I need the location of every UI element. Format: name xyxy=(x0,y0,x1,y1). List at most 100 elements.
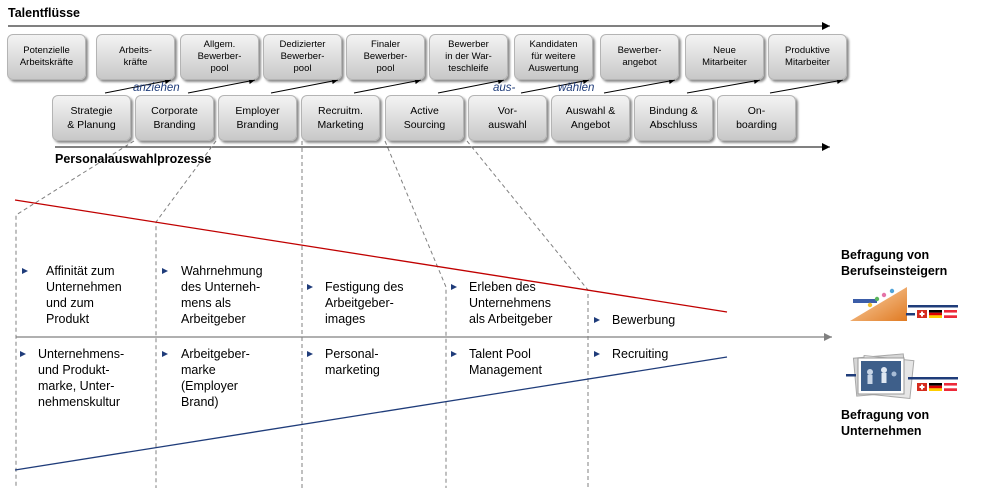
process-stage-label: Bindung & Abschluss xyxy=(649,105,698,131)
photo-person xyxy=(867,369,873,375)
transition-arrow xyxy=(769,78,844,94)
triangle-bullet-icon xyxy=(20,351,26,357)
process-stage-box: Corporate Branding xyxy=(135,95,214,141)
talent-stage-label: Produktive Mitarbeiter xyxy=(785,45,830,68)
swiss-flag-icon xyxy=(917,310,927,318)
photo-person xyxy=(881,367,887,373)
transition-arrow xyxy=(104,78,172,94)
talent-stage-box: Allgem. Bewerber- pool xyxy=(180,34,259,80)
navy-bar xyxy=(908,377,958,380)
transition-arrow xyxy=(686,78,761,94)
flow-label-select-part2: wählen xyxy=(558,82,595,94)
talent-flow-title: Talentflüsse xyxy=(8,6,81,20)
triangle-bullet-icon xyxy=(451,351,457,357)
blue-bar xyxy=(853,299,877,303)
talent-stage-label: Bewerber in der War- teschleife xyxy=(445,39,492,74)
process-stage-label: Recruitm. Marketing xyxy=(317,105,364,131)
process-stage-box: Auswahl & Angebot xyxy=(551,95,630,141)
process-flow-title: Personalauswahlprozesse xyxy=(55,152,212,166)
talent-stage-box: Potenzielle Arbeitskräfte xyxy=(7,34,86,80)
transition-arrow xyxy=(187,78,256,94)
talent-stage-label: Neue Mitarbeiter xyxy=(702,45,747,68)
phase-upper-text: Affinität zum Unternehmen und zum Produk… xyxy=(46,264,122,326)
phase-divider-dashed xyxy=(384,140,447,488)
austrian-flag-icon xyxy=(944,310,957,318)
talent-stage-box: Bewerber- angebot xyxy=(600,34,679,80)
rising-trend-line xyxy=(14,356,728,471)
phase-upper-text: Festigung des Arbeitgeber- images xyxy=(325,280,404,326)
talent-stage-label: Allgem. Bewerber- pool xyxy=(197,39,242,74)
talent-stage-label: Dedizierter Bewerber- pool xyxy=(279,39,326,74)
process-stage-box: Active Sourcing xyxy=(385,95,464,141)
talent-stage-box: Kandidaten für weitere Auswertung xyxy=(514,34,593,80)
talent-stage-box: Arbeits- kräfte xyxy=(96,34,175,80)
phase-upper-text: Wahrnehmung des Unterneh- mens als Arbei… xyxy=(181,264,263,326)
talent-stage-label: Finaler Bewerber- pool xyxy=(363,39,408,74)
navy-bar xyxy=(846,374,856,377)
process-stage-label: On- boarding xyxy=(736,105,777,131)
swiss-flag-icon xyxy=(917,383,927,391)
process-stage-box: Strategie & Planung xyxy=(52,95,131,141)
climber-figure xyxy=(867,302,873,308)
triangle-bullet-icon xyxy=(22,268,28,274)
austrian-flag-icon xyxy=(944,383,957,391)
staircase-climbers-icon xyxy=(850,287,958,321)
phase-lower-text: Arbeitgeber- marke (Employer Brand) xyxy=(181,347,250,409)
process-stage-box: Recruitm. Marketing xyxy=(301,95,380,141)
process-stage-box: Employer Branding xyxy=(218,95,297,141)
talent-stage-box: Neue Mitarbeiter xyxy=(685,34,764,80)
process-stage-label: Active Sourcing xyxy=(403,105,446,131)
talent-stage-box: Bewerber in der War- teschleife xyxy=(429,34,508,80)
photo-person xyxy=(891,371,897,377)
triangle-bullet-icon xyxy=(451,284,457,290)
flow-label-attract: anziehen xyxy=(133,82,180,94)
process-stage-label: Vor- auswahl xyxy=(488,105,527,131)
survey-graduates-title: Befragung von Berufseinsteigern xyxy=(841,248,948,278)
triangle-bullet-icon xyxy=(594,351,600,357)
process-stage-label: Corporate Branding xyxy=(151,105,198,131)
talent-stage-box: Finaler Bewerber- pool xyxy=(346,34,425,80)
navy-bar xyxy=(906,313,915,316)
phase-lower-text: Unternehmens- und Produkt- marke, Unter-… xyxy=(38,347,125,409)
phase-lower-text: Talent Pool Management xyxy=(469,347,542,377)
phase-upper-text: Erleben des Unternehmens als Arbeitgeber xyxy=(469,280,553,326)
process-stage-box: Vor- auswahl xyxy=(468,95,547,141)
process-stage-box: On- boarding xyxy=(717,95,796,141)
survey-companies-title: Befragung von Unternehmen xyxy=(841,408,930,438)
phase-lower-text: Personal- marketing xyxy=(325,347,380,377)
phase-lower-text: Recruiting xyxy=(612,347,669,361)
process-stage-label: Auswahl & Angebot xyxy=(565,105,616,131)
transition-arrow xyxy=(520,78,590,94)
german-flag-icon xyxy=(929,383,942,391)
process-stage-box: Bindung & Abschluss xyxy=(634,95,713,141)
photo-stack-icon xyxy=(846,353,958,400)
triangle-bullet-icon xyxy=(162,351,168,357)
climber-figure xyxy=(889,288,895,294)
triangle-bullet-icon xyxy=(162,268,168,274)
talent-stage-label: Arbeits- kräfte xyxy=(119,45,152,68)
climber-figure xyxy=(874,296,880,302)
transition-arrow xyxy=(437,78,505,94)
talent-stage-box: Produktive Mitarbeiter xyxy=(768,34,847,80)
declining-trend-line xyxy=(14,199,728,313)
transition-arrow xyxy=(353,78,422,94)
triangle-bullet-icon xyxy=(307,351,313,357)
talent-stage-label: Bewerber- angebot xyxy=(617,45,662,68)
talent-stage-label: Kandidaten für weitere Auswertung xyxy=(528,39,579,74)
flow-label-select-part1: aus- xyxy=(493,82,516,94)
photo-person xyxy=(867,375,873,384)
process-stage-label: Employer Branding xyxy=(235,105,280,131)
triangle-bullet-icon xyxy=(594,317,600,323)
transition-arrow xyxy=(603,78,676,94)
german-flag-icon xyxy=(929,310,942,318)
climber-figure xyxy=(881,292,887,298)
photo-person xyxy=(881,373,887,383)
transition-arrow xyxy=(270,78,339,94)
navy-bar xyxy=(908,305,958,308)
talent-stage-label: Potenzielle Arbeitskräfte xyxy=(19,45,74,68)
orange-ramp xyxy=(850,287,907,321)
triangle-bullet-icon xyxy=(307,284,313,290)
talent-stage-box: Dedizierter Bewerber- pool xyxy=(263,34,342,80)
